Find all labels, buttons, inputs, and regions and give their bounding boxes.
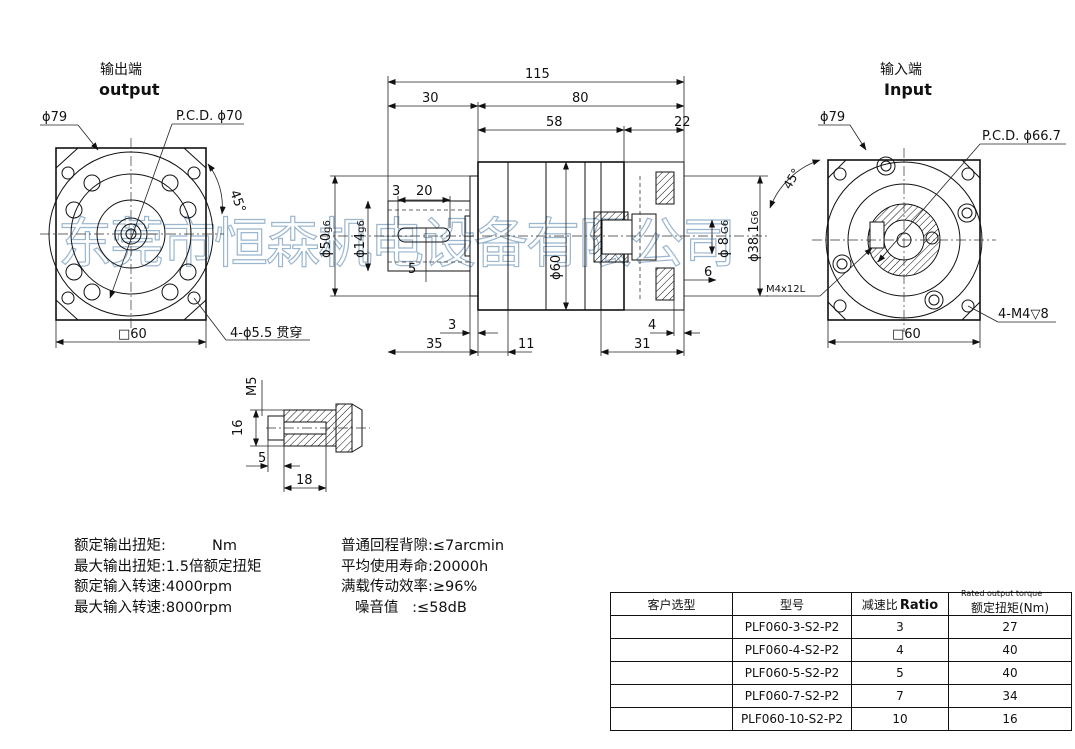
cell-model: PLF060-7-S2-P2 xyxy=(732,684,852,708)
cell-model: PLF060-10-S2-P2 xyxy=(732,707,852,731)
cell-model: PLF060-3-S2-P2 xyxy=(732,615,852,639)
dim-3-top: 3 xyxy=(392,184,400,199)
spec-line: 噪音值 :≤58dB xyxy=(341,599,467,616)
dim-6: 6 xyxy=(704,265,712,280)
cell-ratio: 3 xyxy=(851,615,949,639)
specs-right: 普通回程背隙:≤7arcmin 平均使用寿命:20000h 满载传动效率:≥96… xyxy=(341,536,504,618)
spec-row: 额定输出扭矩:Nm xyxy=(74,538,237,554)
table-row: PLF060-3-S2-P2 3 27 xyxy=(610,615,1072,639)
dim-total-length: 115 xyxy=(525,67,550,82)
table-row: PLF060-10-S2-P2 10 16 xyxy=(610,707,1072,731)
output-title-en: output xyxy=(99,80,160,99)
specs-left: 额定输出扭矩:Nm 最大输出扭矩:1.5倍额定扭矩 额定输入转速:4000rpm… xyxy=(74,536,261,618)
output-angle: 45° xyxy=(226,188,248,215)
dim-11: 11 xyxy=(518,337,535,352)
cell-ratio: 7 xyxy=(851,684,949,708)
table-row: PLF060-5-S2-P2 5 40 xyxy=(610,661,1072,685)
input-title-en: Input xyxy=(884,80,932,99)
cell-model: PLF060-5-S2-P2 xyxy=(732,661,852,685)
dim-4: 4 xyxy=(648,318,656,333)
table-row: PLF060-4-S2-P2 4 40 xyxy=(610,638,1072,662)
cell-ratio: 10 xyxy=(851,707,949,731)
output-pcd: P.C.D. ϕ70 xyxy=(176,109,243,124)
spec-row: 额定输入转速:4000rpm xyxy=(74,579,233,595)
dia-60: ϕ60 xyxy=(549,255,564,280)
input-flange-dia: ϕ79 xyxy=(820,110,845,125)
table-row: PLF060-7-S2-P2 7 34 xyxy=(610,684,1072,708)
output-holes-note: 4-ϕ5.5 贯穿 xyxy=(230,325,302,341)
detail-dim-16: 16 xyxy=(231,419,246,436)
dim-shaft-length: 30 xyxy=(422,91,439,106)
cell-torque: 27 xyxy=(948,615,1072,639)
dim-key-width: 5 xyxy=(408,262,416,277)
spec-row: 最大输入转速:8000rpm xyxy=(74,599,233,616)
dim-3-bottom: 3 xyxy=(448,318,456,333)
input-end-view: 输入端 Input ϕ79 P.C.D. ϕ66.7 45° xyxy=(766,62,1066,348)
output-title-cn: 输出端 xyxy=(100,62,142,78)
output-flange-dia: ϕ79 xyxy=(42,110,67,125)
spec-line: 平均使用寿命:20000h xyxy=(341,558,489,575)
input-screw-note: M4x12L xyxy=(766,284,806,295)
output-square: □60 xyxy=(118,327,147,342)
cell-torque: 40 xyxy=(948,638,1072,662)
dim-35: 35 xyxy=(426,337,443,352)
dia-14: ϕ14g6 xyxy=(353,220,368,258)
dim-body-length: 80 xyxy=(572,91,589,106)
input-square: □60 xyxy=(892,327,921,342)
header-model: 型号 xyxy=(732,592,852,616)
detail-m5: M5 xyxy=(245,377,260,397)
cell-torque: 16 xyxy=(948,707,1072,731)
cell-torque: 40 xyxy=(948,661,1072,685)
dia-50: ϕ50g6 xyxy=(319,220,334,258)
spec-line: 满载传动效率:≥96% xyxy=(341,579,478,595)
output-end-view: 输出端 output ϕ79 P.C.D. ϕ70 45° xyxy=(40,62,310,348)
cell-model: PLF060-4-S2-P2 xyxy=(732,638,852,662)
detail-dim-5: 5 xyxy=(258,451,266,466)
input-title-cn: 输入端 xyxy=(880,62,922,78)
input-pcd: P.C.D. ϕ66.7 xyxy=(982,129,1061,144)
cell-torque: 34 xyxy=(948,684,1072,708)
dim-22: 22 xyxy=(674,115,691,130)
detail-section-view: M5 16 5 18 xyxy=(231,377,370,492)
spec-row: 最大输出扭矩:1.5倍额定扭矩 xyxy=(74,558,262,575)
cell-ratio: 5 xyxy=(851,661,949,685)
dim-key-length: 20 xyxy=(416,184,433,199)
dim-58: 58 xyxy=(546,115,563,130)
dia-8: ϕ 8G6 xyxy=(717,220,732,258)
dia-38: ϕ38.1G6 xyxy=(747,210,762,262)
cell-ratio: 4 xyxy=(851,638,949,662)
dim-31: 31 xyxy=(634,337,651,352)
input-holes-note: 4-M4▽8 xyxy=(998,307,1049,322)
watermark: 东莞市恒森机电设备有限公司 xyxy=(58,212,734,275)
detail-dim-18: 18 xyxy=(296,473,313,488)
side-view: 115 30 80 58 22 3 20 5 ϕ50g6 ϕ14g6 ϕ60 ϕ… xyxy=(319,67,770,356)
spec-line: 普通回程背隙:≤7arcmin xyxy=(341,538,505,554)
header-customer: 客户选型 xyxy=(610,592,733,616)
